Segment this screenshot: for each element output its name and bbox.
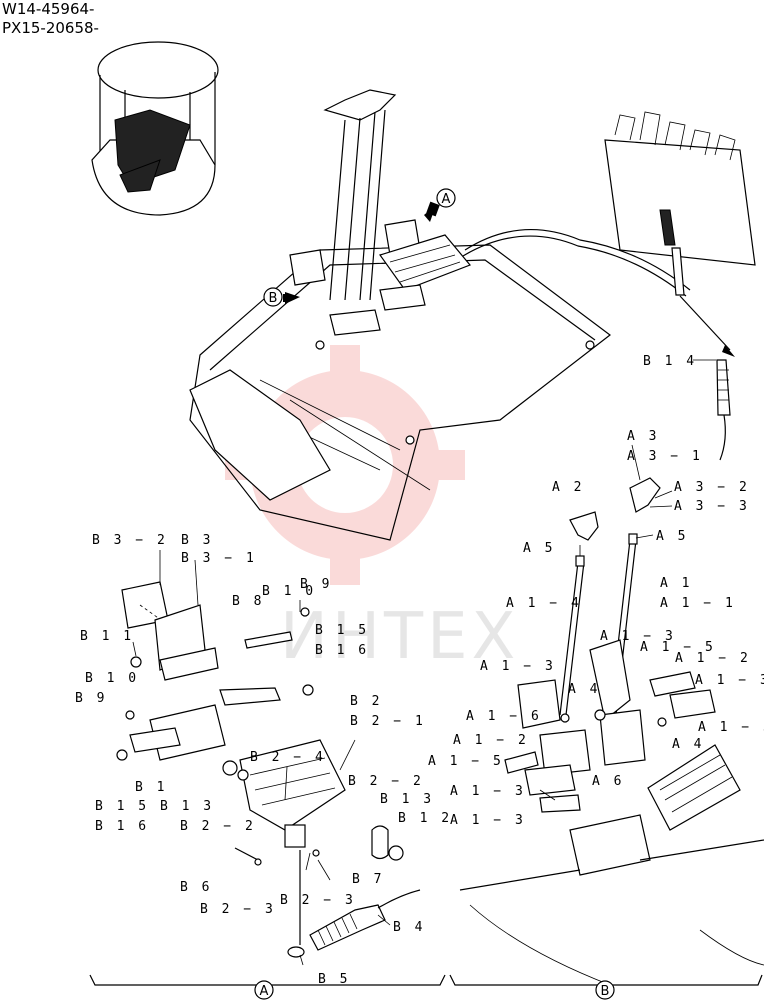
callout-b2: B 2 bbox=[350, 694, 382, 709]
callout-b2-1: B 2 − 1 bbox=[350, 714, 426, 729]
callout-a3-1: A 3 − 1 bbox=[627, 449, 703, 464]
callout-a1-1: A 1 − 1 bbox=[660, 596, 736, 611]
callout-a5-left: A 5 bbox=[523, 541, 555, 556]
serial-number-range-1: W14-45964- bbox=[2, 0, 95, 18]
callout-b1: B 1 bbox=[135, 780, 167, 795]
section-bracket-b: B bbox=[449, 974, 763, 1000]
callout-b8: B 8 bbox=[232, 594, 264, 609]
serial-number-range-2: PX15-20658- bbox=[2, 19, 99, 37]
view-arrow-a: A bbox=[424, 188, 456, 222]
svg-text:B: B bbox=[601, 984, 610, 999]
cable-end-b14 bbox=[693, 359, 731, 461]
callout-a6: A 6 bbox=[592, 774, 624, 789]
callout-a5-right: A 5 bbox=[656, 529, 688, 544]
callout-b13-left: B 1 3 bbox=[160, 799, 214, 814]
callout-b12: B 1 2 bbox=[398, 811, 452, 826]
callout-a1-3-left: A 1 − 3 bbox=[480, 659, 556, 674]
callout-a1-2-top: A 1 − 2 bbox=[675, 651, 751, 666]
callout-b15-top: B 1 5 bbox=[315, 623, 369, 638]
callout-b3-2: B 3 − 2 bbox=[92, 533, 168, 548]
svg-text:B: B bbox=[269, 291, 278, 306]
callout-b3-1: B 3 − 1 bbox=[181, 551, 257, 566]
callout-a1-4: A 1 − 4 bbox=[506, 596, 582, 611]
callout-b5: B 5 bbox=[318, 972, 350, 987]
callout-b10-top: B 1 0 bbox=[262, 584, 316, 599]
svg-text:A: A bbox=[442, 192, 451, 207]
callout-a1-5-top: A 1 − 5 bbox=[640, 640, 716, 655]
part-callout-labels: B 1 4 A 3 A 3 − 1 A 3 − 2 A 3 − 3 A 2 A … bbox=[75, 354, 764, 987]
callout-a2: A 2 bbox=[552, 480, 584, 495]
callout-b15-bot: B 1 5 bbox=[95, 799, 149, 814]
operator-platform-assembly bbox=[189, 89, 691, 541]
callout-a3: A 3 bbox=[627, 429, 659, 444]
callout-a1-3-bot2: A 1 − 3 bbox=[450, 813, 526, 828]
callout-a1-5-bot: A 1 − 5 bbox=[428, 754, 504, 769]
callout-a1: A 1 bbox=[660, 576, 692, 591]
callout-b10-left: B 1 0 bbox=[85, 671, 139, 686]
callout-a4-right: A 4 bbox=[672, 737, 704, 752]
callout-a1-2-bot: A 1 − 2 bbox=[453, 733, 529, 748]
callout-a3-2: A 3 − 2 bbox=[674, 480, 750, 495]
svg-text:A: A bbox=[260, 984, 269, 999]
callout-b7: B 7 bbox=[352, 872, 384, 887]
callout-a1-3-top: A 1 − 3 bbox=[600, 629, 676, 644]
callout-b2-2-left: B 2 − 2 bbox=[180, 819, 256, 834]
callout-b2-3-mid: B 2 − 3 bbox=[280, 893, 356, 908]
callout-a1-3-edge: A 1 − 3 bbox=[698, 720, 764, 735]
callout-b3: B 3 bbox=[181, 533, 213, 548]
callout-b9-left: B 9 bbox=[75, 691, 107, 706]
callout-b13-right: B 1 3 bbox=[380, 792, 434, 807]
callout-b2-3-left: B 2 − 3 bbox=[200, 902, 276, 917]
callout-b6: B 6 bbox=[180, 880, 212, 895]
callout-a3-3: A 3 − 3 bbox=[674, 499, 750, 514]
watermark-text: ИНТЕХ bbox=[280, 600, 520, 674]
view-arrow-b: B bbox=[263, 287, 300, 307]
pedal-assembly-b bbox=[116, 581, 421, 958]
machine-location-thumbnail bbox=[91, 41, 219, 216]
callout-b14: B 1 4 bbox=[643, 354, 697, 369]
callout-a1-6: A 1 − 6 bbox=[466, 709, 542, 724]
callout-b11: B 1 1 bbox=[80, 629, 134, 644]
callout-b2-4: B 2 − 4 bbox=[250, 750, 326, 765]
section-bracket-a: A bbox=[89, 974, 446, 1000]
leader-lines bbox=[132, 444, 673, 966]
callout-a1-3-right: A 1 − 3 bbox=[695, 673, 764, 688]
callout-a4-mid: A 4 bbox=[568, 682, 600, 697]
callout-b2-2-right: B 2 − 2 bbox=[348, 774, 424, 789]
callout-b16-top: B 1 6 bbox=[315, 643, 369, 658]
callout-b9-top: B 9 bbox=[300, 577, 332, 592]
callout-a1-3-bot1: A 1 − 3 bbox=[450, 784, 526, 799]
control-valve bbox=[604, 111, 756, 357]
callout-b4: B 4 bbox=[393, 920, 425, 935]
callout-b16-bot: B 1 6 bbox=[95, 819, 149, 834]
lever-assembly-a bbox=[459, 477, 764, 986]
